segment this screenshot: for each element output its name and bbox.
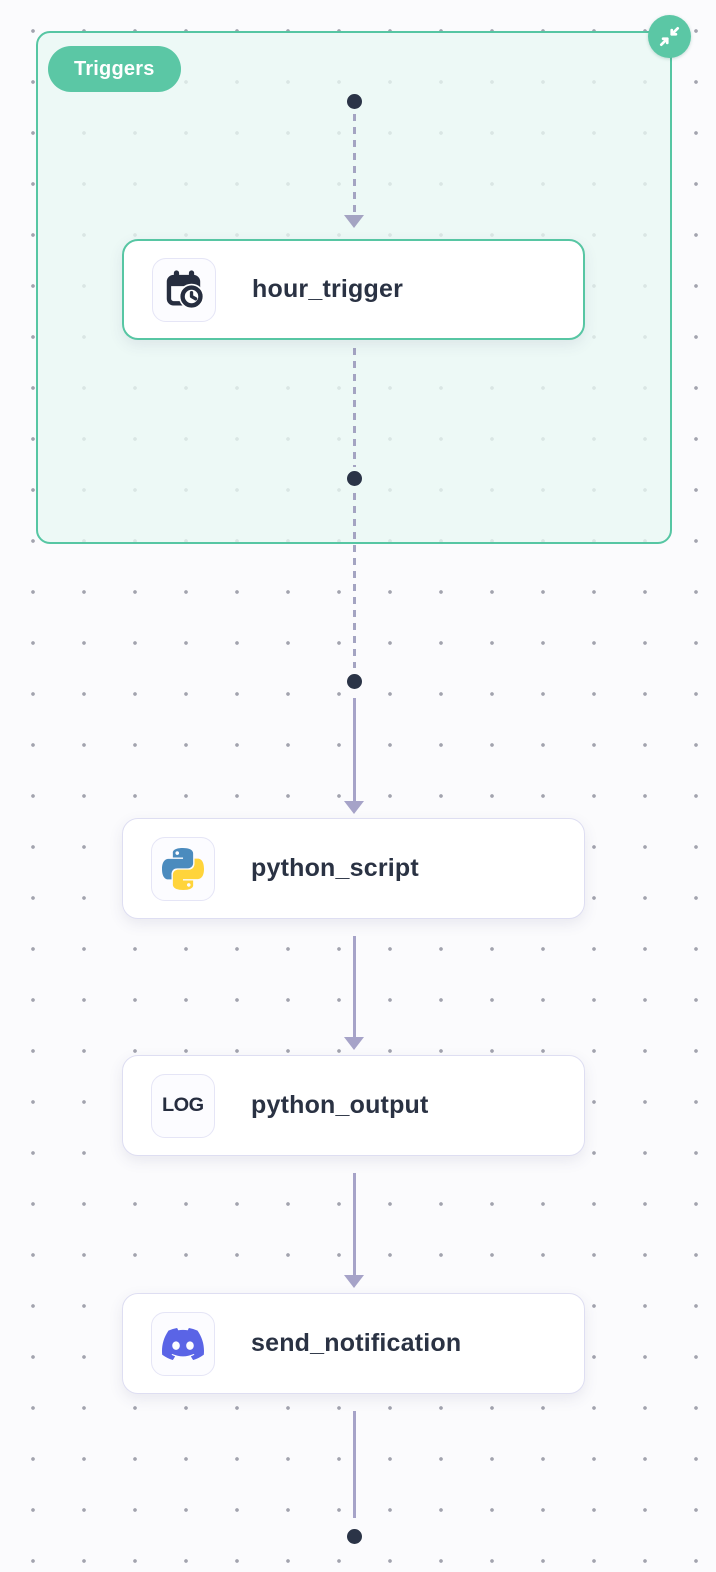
node-label: send_notification [251,1329,462,1357]
connector-dashed-line [353,493,356,668]
flow-node-send-notification[interactable]: send_notification [122,1293,585,1394]
collapse-arrows-icon [656,23,683,50]
node-label: hour_trigger [252,275,404,303]
connector-arrowhead [344,215,364,228]
connector-dot-flow-input [347,674,362,689]
node-icon-box [151,1311,215,1376]
connector-dot-bottom [347,1529,362,1544]
triggers-group-badge: Triggers [48,46,181,92]
node-icon-box: LOG [151,1073,215,1138]
flow-node-hour-trigger[interactable]: hour_trigger [122,239,585,340]
node-icon-box [151,836,215,901]
flow-node-python-output[interactable]: LOG python_output [122,1055,585,1156]
connector-arrowhead [344,801,364,814]
discord-icon [162,1323,204,1365]
connector-dot-top [347,94,362,109]
node-icon-box [152,257,216,322]
node-label: python_script [251,854,419,882]
connector-dashed-line [353,348,356,467]
connector-arrowhead [344,1275,364,1288]
connector-dot-group-output [347,471,362,486]
calendar-clock-icon [163,269,205,311]
connector-line [353,1411,356,1518]
python-icon [162,847,204,890]
flow-node-python-script[interactable]: python_script [122,818,585,919]
log-icon: LOG [162,1094,204,1116]
collapse-triggers-button[interactable] [648,15,691,58]
connector-dashed-line [353,114,356,215]
node-label: python_output [251,1091,429,1119]
connector-arrowhead [344,1037,364,1050]
connector-line [353,698,356,801]
connector-line [353,936,356,1037]
connector-line [353,1173,356,1275]
